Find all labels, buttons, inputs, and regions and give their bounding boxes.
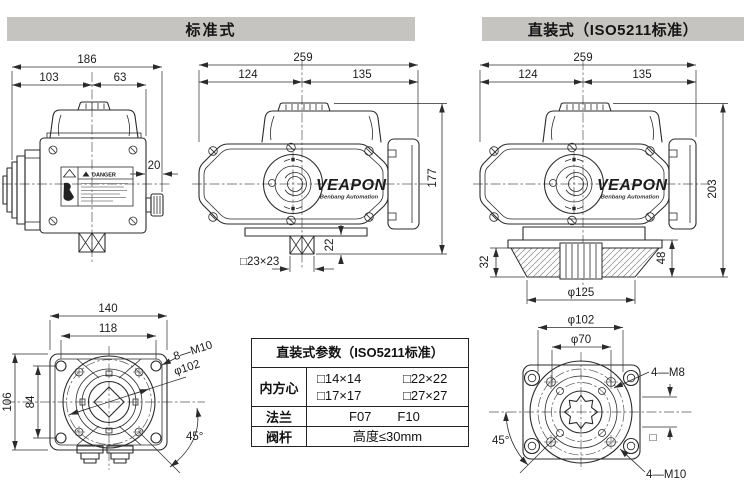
iso-mounting-flange (510, 242, 661, 280)
dim-iso-total-width: 259 (573, 52, 592, 64)
square-size-option: □27×27 (403, 388, 448, 403)
cover-screws (208, 142, 374, 226)
stem-height-value: 高度≤30mm (352, 429, 423, 444)
square-stem (289, 235, 315, 255)
square-size-option: □17×17 (317, 388, 362, 403)
flange-option: F07 (349, 409, 372, 424)
dim-bolt-angle: 45° (186, 431, 203, 443)
dim-iso-bolt-angle: 45° (492, 435, 509, 447)
cable-glands-bottom (76, 445, 134, 464)
corner-screws (48, 145, 138, 226)
table-row-stem: 阀杆 高度≤30mm (252, 427, 468, 446)
row-label-inner-square: 内方心 (252, 368, 307, 406)
brand-logo: VEAPON (316, 177, 387, 194)
dial-top-mark-iso (572, 157, 576, 162)
table-row-flange: 法兰 F07 F10 (252, 407, 468, 427)
dim-iso-bolt-circle-inner: φ70 (571, 334, 591, 346)
bottom-view-iso5211: φ102 φ70 4—M8 4—M10 45° □ (489, 315, 692, 481)
dim-side-right-width: 63 (114, 72, 127, 84)
square-size-option: □14×14 (317, 371, 362, 386)
row-label-stem: 阀杆 (252, 427, 307, 446)
dim-bolt-span-h: 84 (25, 395, 37, 408)
dim-iso-bolt-spec-outer: 4—M10 (646, 469, 686, 481)
cable-gland (145, 193, 164, 217)
dim-iso-height: 203 (707, 179, 719, 198)
flange-option: F10 (397, 409, 420, 424)
m8-bolt-holes (556, 387, 606, 437)
dim-front-stem-square: □23×23 (240, 256, 279, 268)
dial-bottom-mark (291, 206, 295, 211)
row-label-flange: 法兰 (252, 407, 307, 426)
warning-triangle-icon (62, 168, 77, 178)
dim-front-stem-height: 22 (324, 239, 336, 252)
dim-iso-bolt-spec-inner: 4—M8 (651, 367, 685, 379)
dim-front-left-width: 124 (238, 69, 258, 81)
side-view-standard: DANGER (2, 54, 178, 264)
header-direct-label: 直装式（ISO5211标准） (527, 21, 699, 39)
manual-override-dial (262, 152, 324, 216)
star-drive-socket (563, 394, 599, 430)
dim-iso-bolt-circle-outer: φ102 (568, 315, 595, 327)
dim-iso-right-width: 135 (632, 69, 651, 81)
header-standard-label: 标准式 (185, 21, 237, 39)
bolt-circle-holes (73, 366, 145, 438)
shock-pictogram (63, 182, 74, 201)
front-view-standard: VEAPON Benbang Automation 259 124 135 17… (192, 52, 447, 272)
iso-params-table: 直装式参数（ISO5211标准） 内方心 □14×14 □22×22 □17×1… (251, 338, 469, 447)
square-size-option: □22×22 (403, 371, 448, 386)
dim-side-total-width: 186 (77, 54, 96, 66)
dial-top-mark (291, 157, 295, 162)
dim-front-right-width: 135 (352, 69, 371, 81)
dim-base-width: 140 (98, 303, 117, 315)
table-row-square-sizes: 内方心 □14×14 □22×22 □17×17 □27×27 (252, 368, 468, 407)
danger-triangle-icon (82, 171, 90, 177)
dim-iso-flange-height: 48 (656, 252, 668, 265)
dim-side-gland-offset: 20 (148, 160, 161, 172)
brand-subtitle: Benbang Automation (320, 195, 379, 201)
dim-iso-square-symbol: □ (650, 432, 657, 444)
header-direct-mount-type: 直装式（ISO5211标准） (482, 17, 744, 41)
dim-front-height: 177 (427, 168, 439, 187)
dial-bottom-mark-iso (572, 206, 576, 211)
output-stem (78, 232, 106, 253)
dim-side-left-width: 103 (39, 72, 58, 84)
header-standard-type: 标准式 (7, 17, 415, 41)
brand-subtitle-iso: Benbang Automation (601, 195, 660, 201)
dim-bolt-span-w: 118 (99, 323, 117, 335)
square-drive-socket (93, 386, 125, 418)
cover-screws-iso (489, 142, 655, 226)
dim-iso-hub-height: 32 (479, 256, 491, 269)
danger-label-title: DANGER (92, 173, 116, 179)
motor-end-cap (2, 149, 41, 231)
dim-iso-flange-dia: φ125 (568, 287, 595, 299)
dim-iso-left-width: 124 (518, 69, 538, 81)
manual-override-dial-iso (543, 152, 605, 216)
bottom-view-standard: 140 118 106 84 8—M10 φ102 45° (2, 303, 214, 474)
front-view-iso5211: VEAPON Benbang Automation 259 124 135 20… (473, 52, 728, 304)
dim-base-height: 106 (2, 392, 14, 411)
danger-label: DANGER (60, 166, 134, 207)
table-title: 直装式参数（ISO5211标准） (252, 339, 468, 368)
dim-front-total-width: 259 (293, 52, 312, 64)
brand-logo-iso: VEAPON (597, 177, 668, 194)
